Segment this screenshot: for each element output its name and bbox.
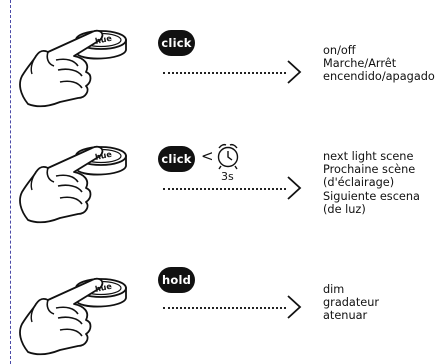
chevron-right-icon [287,60,302,84]
label-en: dim [323,283,345,296]
label-fr-2: (d'éclairage) [323,176,395,190]
chevron-right-icon [287,295,302,319]
label-es-2: (de luz) [323,202,366,216]
row-dim: hue hold dim gradateur atenuar [0,248,442,358]
label-fr: Marche/Arrêt [323,57,397,71]
label-es: encendido/apagado [323,70,435,84]
hand-press-icon: hue [0,248,150,358]
dashed-margin-line [10,0,11,364]
alarm-clock-icon [217,143,239,170]
hand-press-icon: hue [0,116,150,226]
chevron-right-icon [287,176,302,200]
dotted-connector [163,188,286,190]
label-block: on/off Marche/Arrêt encendido/apagado [323,44,435,84]
hold-badge: hold [158,267,195,293]
click-badge: click [158,30,195,56]
label-block: next light scene Prochaine scène (d'écla… [323,150,420,216]
label-en: next light scene [323,150,414,163]
label-fr: gradateur [323,296,380,310]
hand-press-icon: hue [0,0,150,110]
dotted-connector [163,307,286,309]
less-than-sign: < [201,147,214,165]
label-fr: Prochaine scène [323,163,416,177]
label-block: dim gradateur atenuar [323,283,379,323]
row-next-scene: hue click < 3s next light scene Prochain… [0,116,442,226]
label-es: atenuar [323,309,368,323]
dotted-connector [163,72,286,74]
hue-logo: hue [94,34,113,46]
label-es: Siguiente escena [323,189,420,203]
label-en: on/off [323,44,356,57]
row-on-off: hue click on/off Marche/Arrêt encendido/… [0,0,442,110]
hue-logo: hue [94,150,113,162]
hue-logo: hue [94,282,113,294]
click-badge: click [158,146,195,172]
duration-label: 3s [221,170,234,183]
